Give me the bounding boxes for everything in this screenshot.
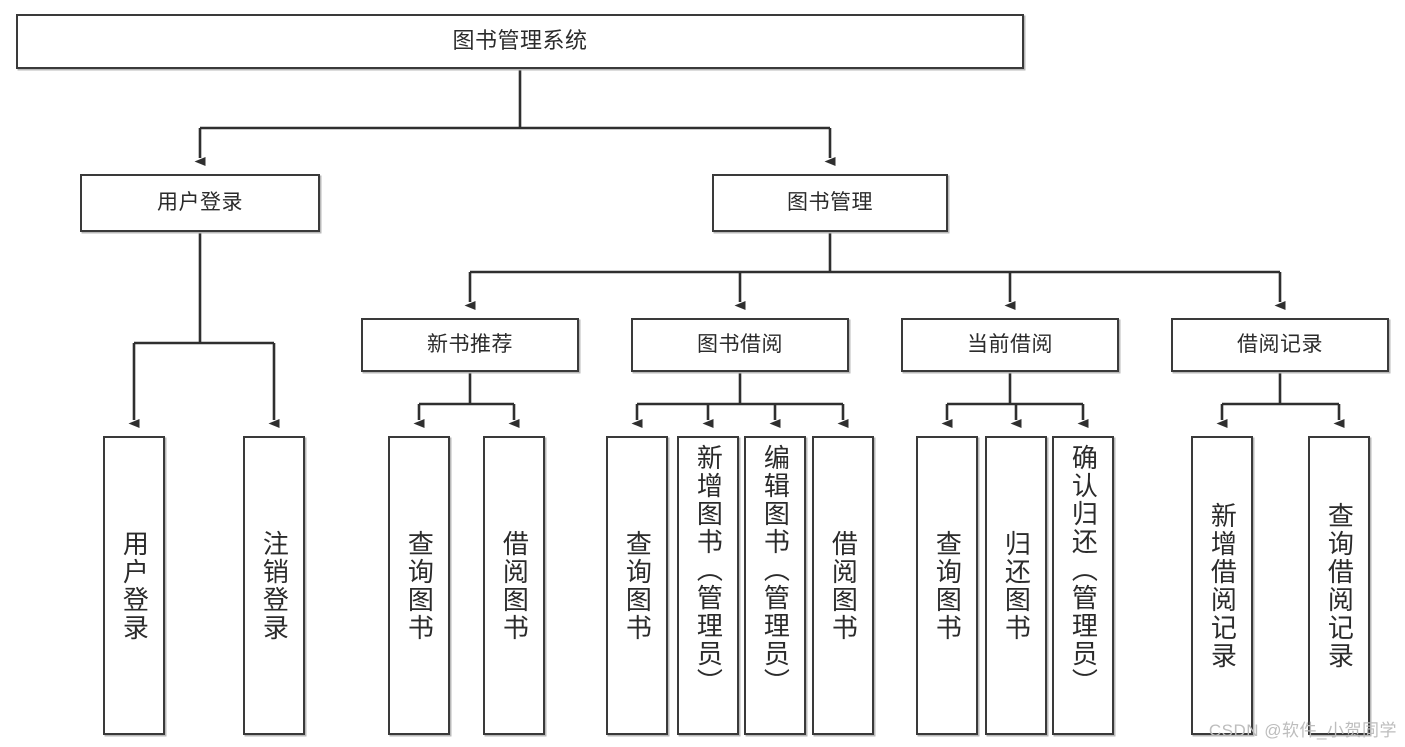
node-user-login[interactable]: 用户登录	[80, 174, 320, 232]
node-label: 编辑图书（管理员）	[760, 444, 791, 696]
node-label: 新书推荐	[427, 333, 513, 357]
node-leaf-query-book-current[interactable]: 查询图书	[916, 436, 978, 735]
node-leaf-edit-book-admin[interactable]: 编辑图书（管理员）	[744, 436, 806, 735]
node-label: 归还图书	[1001, 529, 1032, 642]
node-label: 用户登录	[119, 529, 150, 642]
node-label: 用户登录	[157, 191, 243, 215]
node-root-book-management-system[interactable]: 图书管理系统	[16, 14, 1024, 69]
node-current-borrow[interactable]: 当前借阅	[901, 318, 1119, 372]
node-label: 查询图书	[622, 529, 653, 642]
node-leaf-query-borrow-record[interactable]: 查询借阅记录	[1308, 436, 1370, 735]
node-label: 图书借阅	[697, 333, 783, 357]
node-label: 新增图书（管理员）	[693, 444, 724, 696]
node-label: 注销登录	[259, 529, 290, 642]
node-leaf-query-book-recommend[interactable]: 查询图书	[388, 436, 450, 735]
node-label: 查询图书	[932, 529, 963, 642]
node-leaf-return-book[interactable]: 归还图书	[985, 436, 1047, 735]
node-label: 图书管理	[787, 191, 873, 215]
node-leaf-borrow-book-recommend[interactable]: 借阅图书	[483, 436, 545, 735]
node-label: 新增借阅记录	[1207, 501, 1238, 670]
node-label: 查询图书	[404, 529, 435, 642]
node-label: 确认归还（管理员）	[1068, 444, 1099, 696]
node-new-book-recommend[interactable]: 新书推荐	[361, 318, 579, 372]
node-label: 当前借阅	[967, 333, 1053, 357]
node-label: 图书管理系统	[452, 28, 588, 54]
node-book-borrow[interactable]: 图书借阅	[631, 318, 849, 372]
node-leaf-logout[interactable]: 注销登录	[243, 436, 305, 735]
node-leaf-borrow-book[interactable]: 借阅图书	[812, 436, 874, 735]
node-leaf-add-book-admin[interactable]: 新增图书（管理员）	[677, 436, 739, 735]
node-label: 借阅记录	[1237, 333, 1323, 357]
node-leaf-query-book-borrow[interactable]: 查询图书	[606, 436, 668, 735]
node-label: 借阅图书	[499, 529, 530, 642]
node-leaf-add-borrow-record[interactable]: 新增借阅记录	[1191, 436, 1253, 735]
node-book-management[interactable]: 图书管理	[712, 174, 948, 232]
node-leaf-confirm-return-admin[interactable]: 确认归还（管理员）	[1052, 436, 1114, 735]
node-label: 查询借阅记录	[1324, 501, 1355, 670]
node-borrow-record[interactable]: 借阅记录	[1171, 318, 1389, 372]
node-leaf-user-login[interactable]: 用户登录	[103, 436, 165, 735]
node-label: 借阅图书	[828, 529, 859, 642]
